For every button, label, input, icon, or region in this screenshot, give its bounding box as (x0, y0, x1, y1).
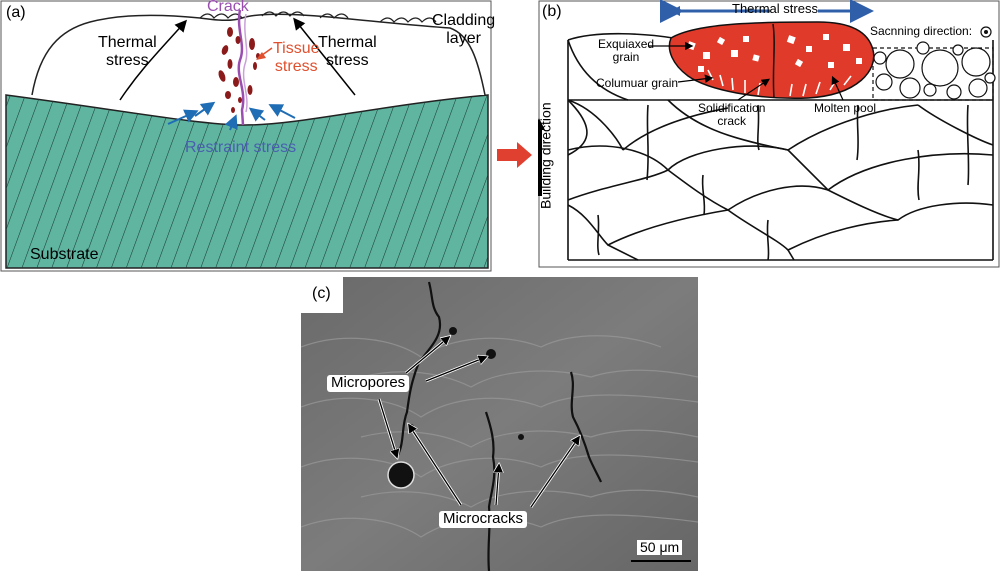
solidification-line1: Solidification (698, 101, 766, 115)
panel-c-label: (c) (312, 285, 331, 302)
panel-b-label: (b) (542, 3, 562, 20)
thermal-stress-left-label: Thermal stress (98, 34, 157, 69)
columnar-grain-label: Columuar grain (596, 76, 679, 90)
panel-a-drawing (0, 0, 492, 272)
thermal-stress-right-label: Thermal stress (318, 34, 377, 69)
scale-bar-label: 50 μm (637, 539, 683, 556)
restraint-stress-label: Restraint stress (185, 139, 297, 156)
panel-b-drawing (533, 0, 1000, 268)
track-scales (567, 32, 994, 261)
crack-label: Crack (207, 0, 249, 15)
thermal-stress-left-line2: stress (106, 51, 149, 69)
cladding-line1: Cladding (432, 12, 496, 29)
transition-arrow (497, 142, 532, 168)
thermal-stress-right-line1: Thermal (318, 34, 377, 51)
thermal-stress-right-line2: stress (326, 51, 369, 69)
thermal-arrow-right (293, 17, 356, 96)
tissue-line2: stress (274, 57, 318, 75)
powder-bed (872, 41, 996, 101)
panel-a: (a) Crack Thermal stress Thermal stress … (0, 0, 495, 272)
building-direction-label: Building direction (537, 102, 554, 210)
scanning-direction-label: Sacnning direction: (870, 24, 973, 38)
tissue-stress-label: Tissue stress (273, 40, 320, 75)
micropores-label: Micropores (327, 374, 410, 392)
panel-b: (b) Thermal stress Sacnning direction: E… (533, 0, 1000, 270)
cladding-layer-label: Cladding layer (432, 12, 495, 47)
cladding-line2: layer (446, 29, 481, 47)
substrate-label: Substrate (30, 246, 99, 263)
equiaxed-line2: grain (612, 50, 640, 65)
solidification-line2: crack (717, 114, 747, 129)
equiaxed-line1: Exquiaxed (598, 37, 655, 51)
microcracks-label: Microcracks (439, 510, 528, 528)
panel-c: (c) Micropores Microcracks 50 μm (300, 277, 699, 572)
thermal-stress-left-line1: Thermal (98, 34, 157, 51)
molten-pool-label: Molten pool (814, 101, 877, 115)
restraint-arrows (167, 101, 296, 131)
equiaxed-grain-label: Exquiaxed grain (598, 37, 655, 65)
solidification-crack-label: Solidification crack (698, 101, 766, 129)
defect-blobs (218, 27, 260, 113)
panel-a-label: (a) (6, 4, 26, 21)
sem-micrograph (300, 277, 699, 572)
crack-line (237, 9, 245, 126)
thermal-arrow-left (119, 19, 187, 101)
thermal-stress-b-label: Thermal stress (732, 1, 818, 16)
tissue-line1: Tissue (273, 40, 320, 57)
